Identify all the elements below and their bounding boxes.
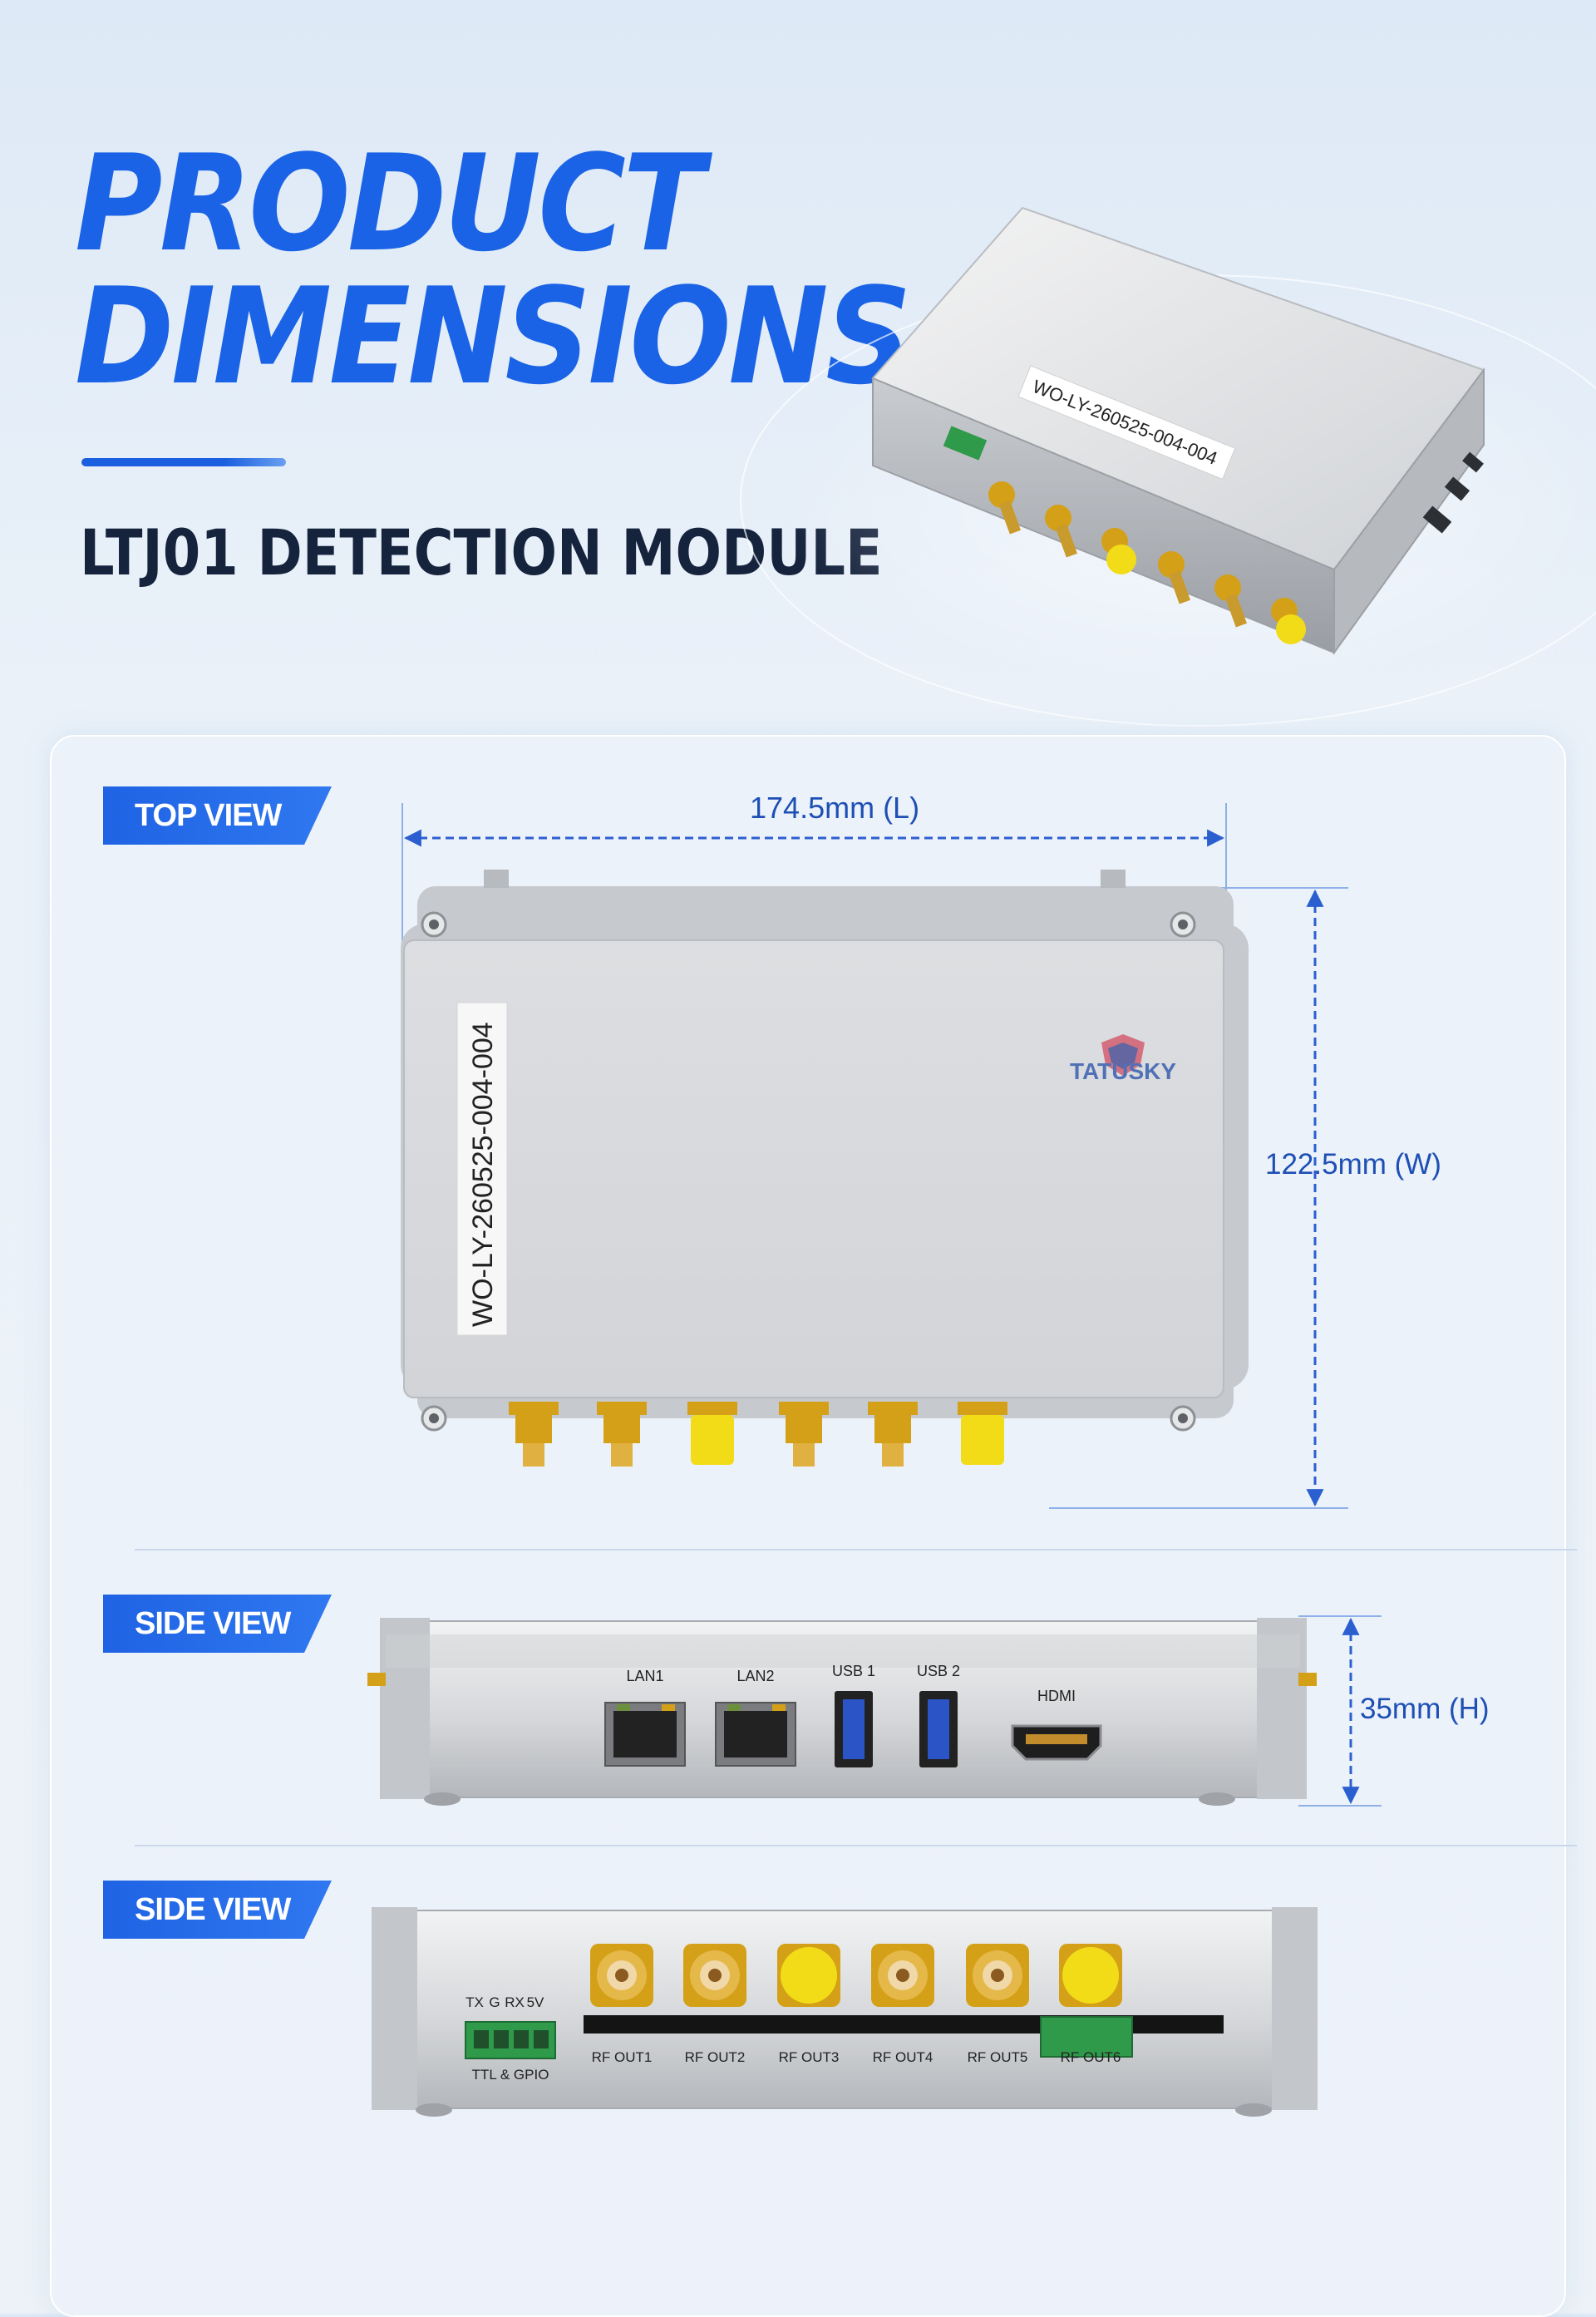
side-view-2-tag: SIDE VIEW: [103, 1881, 332, 1939]
rf-capped-connector: [777, 1944, 840, 2007]
watermark-text: TATUSKY: [1070, 1058, 1176, 1084]
usb2-port: [919, 1691, 958, 1767]
hero-capped-connector: [1101, 528, 1136, 574]
top-view-tag: TOP VIEW: [103, 786, 332, 845]
side-view-1-tag: SIDE VIEW: [103, 1595, 332, 1653]
top-view-drawing: WO-LY-260525-004-004 TATUSKY: [367, 803, 1382, 2117]
hero-capped-connector: [1271, 598, 1306, 644]
side1-port-label: USB 2: [917, 1663, 960, 1679]
hero-sma-connector: [1214, 574, 1247, 628]
sma-connector: [509, 1402, 559, 1467]
page-title: PRODUCT DIMENSIONS: [75, 126, 912, 414]
lan2-port: [715, 1702, 796, 1767]
title-line-1: PRODUCT: [75, 126, 705, 281]
terminal-pin-label: 5V: [527, 1994, 544, 2010]
top-view-plate: WO-LY-260525-004-004 TATUSKY: [401, 870, 1249, 1467]
row-divider-1: [135, 1549, 1577, 1550]
rf-output-label: RF OUT5: [968, 2049, 1028, 2065]
sma-connector: [868, 1402, 918, 1467]
hero-sma-connector: [988, 481, 1021, 535]
side1-port-label: LAN2: [736, 1668, 774, 1684]
top-view-label: WO-LY-260525-004-004: [467, 1022, 499, 1327]
hero-sma-connector: [1045, 505, 1077, 558]
lan1-port: [604, 1702, 686, 1767]
rf-output-label: RF OUT3: [779, 2049, 840, 2065]
side-view-1-body: [367, 1618, 1317, 1806]
title-line-2: DIMENSIONS: [75, 259, 912, 414]
tatusky-logo: TATUSKY: [1070, 1034, 1176, 1084]
hero-sma-connector: [1158, 551, 1190, 604]
ttl-gpio-terminal: [465, 2021, 556, 2059]
terminal-pin-label: G: [489, 1994, 500, 2010]
rf-capped-connector: [1059, 1944, 1122, 2007]
side1-port-label: USB 1: [832, 1663, 875, 1679]
side1-port-label: HDMI: [1037, 1688, 1076, 1704]
rf-sma-connector: [966, 1944, 1029, 2007]
capped-sma-connector: [958, 1402, 1007, 1465]
side-view-2-body: [372, 1907, 1318, 2117]
dimensions-panel: TOP VIEW: [50, 735, 1577, 2317]
rf-output-label: RF OUT4: [873, 2049, 933, 2065]
usb1-port: [835, 1691, 873, 1767]
height-dimension-label: 35mm (H): [1360, 1693, 1490, 1725]
rf-output-label: RF OUT1: [592, 2049, 653, 2065]
terminal-pin-label: TX: [466, 1994, 484, 2010]
title-underline: [81, 458, 286, 466]
rf-sma-connector: [871, 1944, 934, 2007]
length-dimension-label: 174.5mm (L): [750, 791, 920, 825]
hdmi-port: [1011, 1724, 1102, 1761]
rf-output-label: RF OUT2: [685, 2049, 746, 2065]
terminal-label: TTL & GPIO: [472, 2067, 549, 2083]
width-dimension-label: 122.5mm (W): [1265, 1148, 1441, 1181]
rf-output-label: RF OUT6: [1061, 2049, 1121, 2065]
sma-connector: [597, 1402, 647, 1467]
rf-sma-connector: [683, 1944, 746, 2007]
rf-sma-connector: [590, 1944, 653, 2007]
row-divider-2: [135, 1845, 1577, 1846]
terminal-pin-label: RX: [505, 1994, 525, 2010]
sma-connector: [779, 1402, 829, 1467]
side1-port-label: LAN1: [626, 1668, 663, 1684]
product-hero-image: WO-LY-260525-004-004: [871, 206, 1485, 656]
capped-sma-connector: [687, 1402, 737, 1465]
